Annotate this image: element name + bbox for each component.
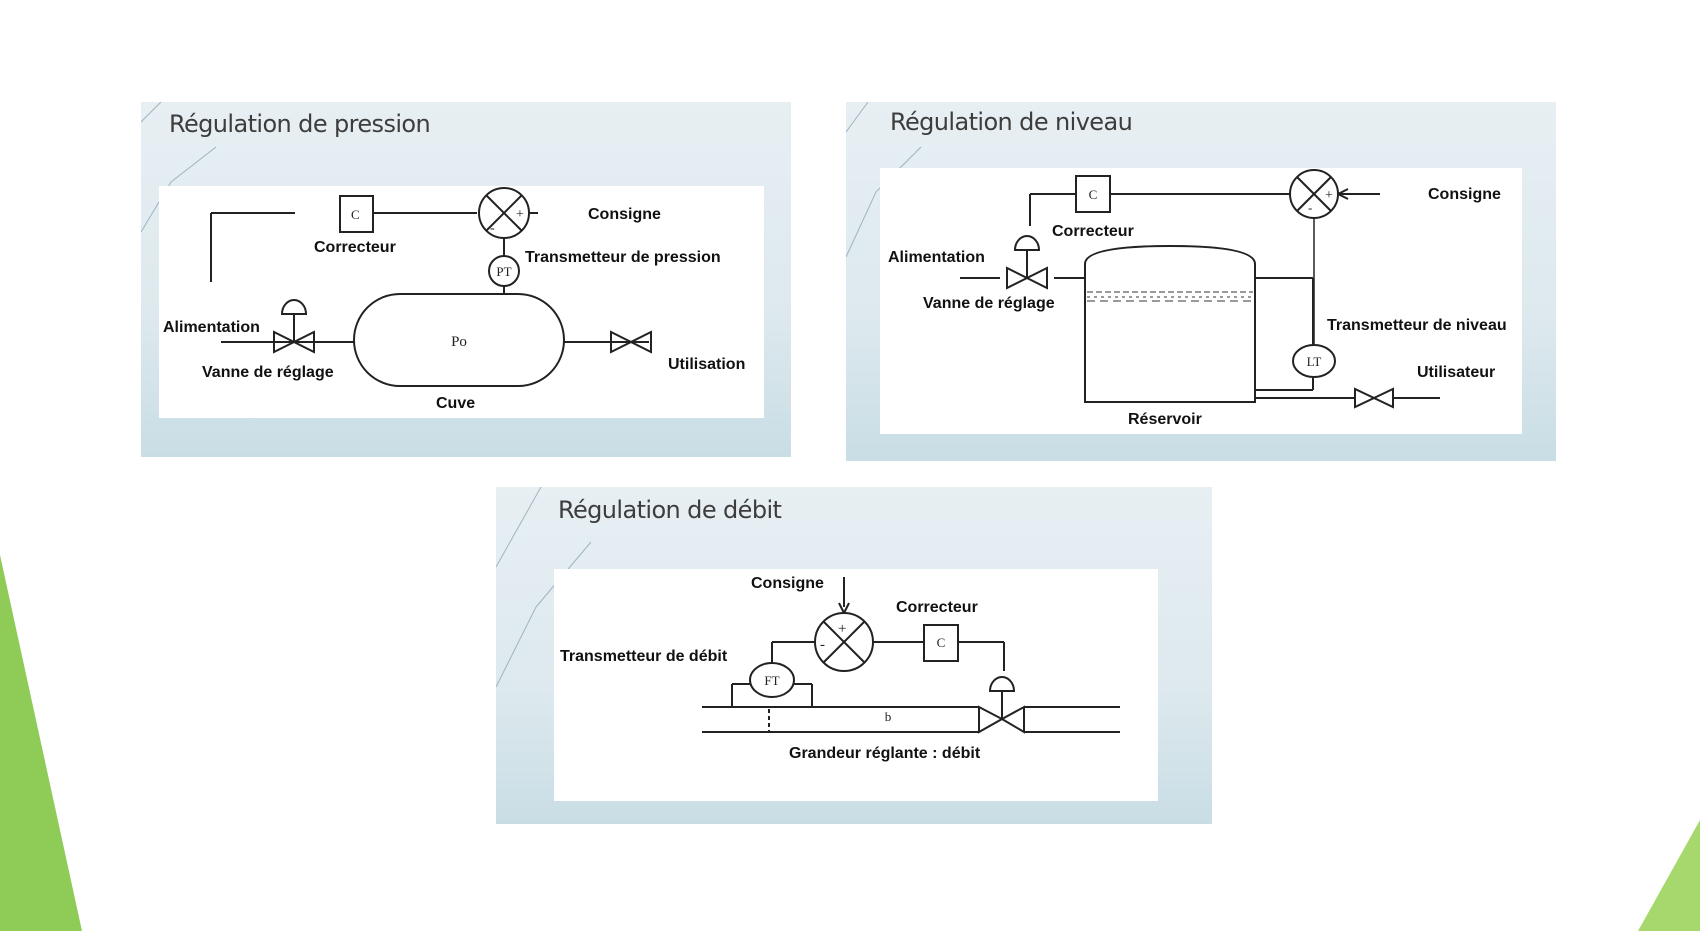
left-green-accent (0, 555, 82, 931)
label-vanne: Vanne de réglage (923, 295, 1055, 312)
flow-diagram: + - C FT q Consigne Correcteur Transmett… (554, 569, 1158, 801)
controller-symbol: C (351, 207, 360, 222)
panel-title: Régulation de pression (169, 110, 431, 138)
label-reservoir: Réservoir (1128, 411, 1202, 428)
transmitter-symbol: LT (1307, 354, 1322, 369)
level-regulation-panel: Régulation de niveau (846, 102, 1556, 461)
flow-regulation-panel: Régulation de débit (496, 487, 1212, 824)
controller-symbol: C (1089, 187, 1098, 202)
label-correcteur: Correcteur (1052, 223, 1134, 240)
label-transmetteur: Transmetteur de pression (525, 249, 721, 266)
label-correcteur: Correcteur (896, 599, 978, 616)
label-transmetteur: Transmetteur de niveau (1327, 317, 1507, 334)
right-green-accent (1638, 820, 1700, 931)
label-consigne: Consigne (588, 206, 661, 223)
label-alimentation: Alimentation (163, 319, 260, 336)
svg-text:-: - (490, 221, 495, 236)
panel-title: Régulation de niveau (890, 108, 1133, 136)
level-diagram: + - C LT Consigne Correcteur Alimentatio… (880, 168, 1522, 434)
pressure-diagram: + - C PT Po Consigne Correcteur Transmet… (159, 186, 764, 418)
label-consigne: Consigne (1428, 186, 1501, 203)
label-correcteur: Correcteur (314, 239, 396, 256)
label-transmetteur: Transmetteur de débit (560, 648, 728, 665)
label-grandeur: Grandeur réglante : débit (789, 745, 981, 762)
pressure-regulation-panel: Régulation de pression (141, 102, 791, 457)
tank-symbol: Po (451, 334, 467, 350)
panel-title: Régulation de débit (558, 496, 782, 524)
label-cuve: Cuve (436, 395, 475, 412)
transmitter-symbol: FT (764, 673, 779, 688)
label-consigne: Consigne (751, 575, 824, 592)
controller-symbol: C (937, 635, 946, 650)
label-vanne: Vanne de réglage (202, 364, 334, 381)
label-utilisateur: Utilisateur (1417, 364, 1495, 381)
transmitter-symbol: PT (496, 264, 511, 279)
pipe-symbol: q (884, 712, 891, 727)
svg-text:+: + (1325, 188, 1333, 203)
svg-text:-: - (1308, 200, 1312, 215)
label-utilisation: Utilisation (668, 356, 745, 373)
svg-text:-: - (820, 637, 825, 653)
svg-text:+: + (838, 621, 846, 637)
svg-text:+: + (516, 207, 524, 222)
label-alimentation: Alimentation (888, 249, 985, 266)
